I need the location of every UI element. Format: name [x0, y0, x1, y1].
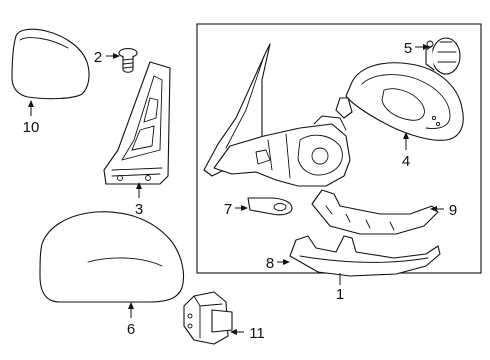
part-turn-signal-upper: [311, 189, 439, 235]
part-mirror-bezel: [335, 62, 464, 141]
callout-9: 9: [449, 202, 457, 219]
part-mirror-cap: [39, 211, 185, 303]
callout-3: 3: [135, 201, 143, 218]
callout-10: 10: [23, 119, 40, 136]
callout-7: 7: [224, 201, 232, 218]
part-lamp: [183, 291, 233, 345]
part-mirror-housing: [203, 43, 351, 187]
callout-11: 11: [249, 325, 265, 342]
leaders: [28, 44, 444, 335]
part-mirror-glass: [11, 28, 90, 100]
part-bracket: [103, 61, 171, 185]
part-turn-signal-lower: [289, 235, 441, 277]
part-screw: [118, 47, 138, 73]
callout-4: 4: [402, 153, 410, 170]
part-motor: [425, 37, 461, 75]
callout-6: 6: [127, 321, 135, 338]
callout-2: 2: [94, 49, 102, 66]
callout-1: 1: [336, 286, 344, 303]
callout-5: 5: [404, 40, 412, 57]
callouts: 1 2 3 4 5 6 7 8 9 10 11: [23, 40, 458, 342]
part-gasket: [247, 197, 293, 216]
callout-8: 8: [266, 255, 274, 272]
